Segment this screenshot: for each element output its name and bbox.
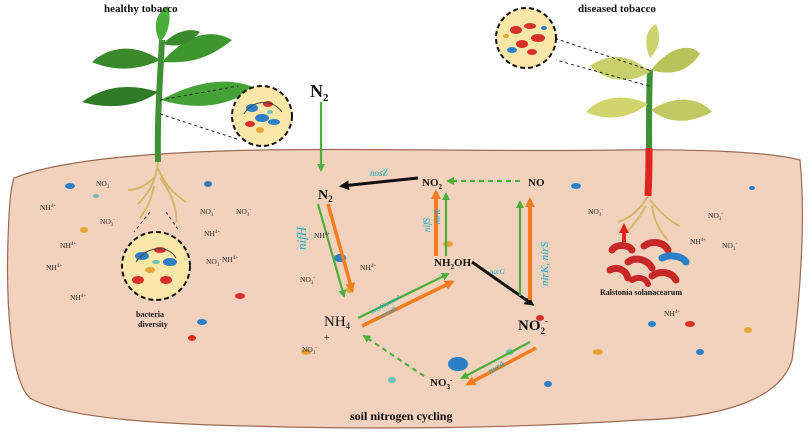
soil-ion-nh4: NH4+	[204, 229, 220, 238]
gene-nifs: nifS	[422, 217, 432, 232]
soil-ion-labels: NH4+NO3-NH4+NO3-NH4+NH4+NO3-NH4+NO3-NH4+…	[40, 179, 737, 356]
nh4-species: NH4	[324, 314, 351, 331]
diseased-stem-bacteria	[503, 23, 547, 55]
diversity-label: diversity	[138, 320, 168, 329]
bacteria-diversity-circle	[121, 231, 191, 301]
no2-top: NO2	[422, 177, 443, 191]
gene-nirk-nirs: nirK, nirS	[539, 241, 551, 286]
soil-area	[6, 148, 804, 429]
bacteria-label: bacteria	[136, 310, 164, 319]
gene-narg: narG	[490, 268, 505, 276]
root-bacteria	[132, 247, 177, 284]
no2-big: NO2-	[518, 316, 548, 336]
soil-ion-nh4: NH4+	[60, 241, 76, 250]
cycle-arrows	[316, 102, 537, 386]
cycle-title: soil nitrogen cycling	[350, 409, 452, 423]
healthy-stem-microbes	[243, 101, 283, 133]
soil-ion-no3: NO3-	[236, 207, 251, 218]
ralstonia-bacteria-cluster	[606, 239, 690, 287]
diseased-tobacco-label: diseased tobacco	[578, 3, 656, 15]
nh4-plus: +	[324, 333, 330, 344]
n2-mid: N2	[318, 188, 333, 204]
n2-top: N2	[310, 81, 329, 104]
soil-ion-no3: NO3-	[200, 207, 215, 218]
gene-nosz: nosZ	[370, 168, 389, 178]
healthy-tobacco-plant	[82, 6, 255, 223]
soil-ion-no3: NO3-	[206, 257, 221, 268]
soil-ion-nh4: NH4+	[46, 263, 62, 272]
diseased-stem-circle	[495, 7, 557, 69]
gene-nirk-small: nirK	[433, 209, 442, 224]
soil-ion-no3: NO3-	[708, 211, 723, 222]
diseased-tobacco-plant	[586, 24, 712, 241]
soil-ion-no3: NO3-	[100, 217, 115, 228]
nh2oh-species: NH2OH	[434, 257, 472, 271]
soil-ion-nh4: NH4+	[222, 255, 238, 264]
soil-ion-nh4: NH4+	[360, 263, 376, 272]
soil-ion-no3: NO3-	[96, 179, 111, 190]
soil-ion-nh4: NH4+	[314, 231, 330, 240]
soil-ion-nh4: NH4+	[40, 203, 56, 212]
soil-ion-no3: NO3-	[588, 207, 603, 218]
soil-ion-nh4: NH4+	[690, 237, 706, 246]
ralstonia-label: Ralstonia solanacearum	[600, 288, 682, 297]
soil-ion-no3: NO3-	[302, 345, 317, 356]
healthy-tobacco-label: healthy tobacco	[104, 3, 178, 15]
soil-ion-nh4: NH4+	[70, 293, 86, 302]
no3-species: NO3-	[430, 376, 453, 391]
soil-ion-no3: NO3-	[300, 275, 315, 286]
gene-nifh: nifH	[294, 226, 309, 250]
soil-ion-no3: NO3-	[722, 241, 737, 252]
soil-ion-nh4: NH4+	[664, 309, 680, 318]
no-species: NO	[528, 177, 545, 189]
